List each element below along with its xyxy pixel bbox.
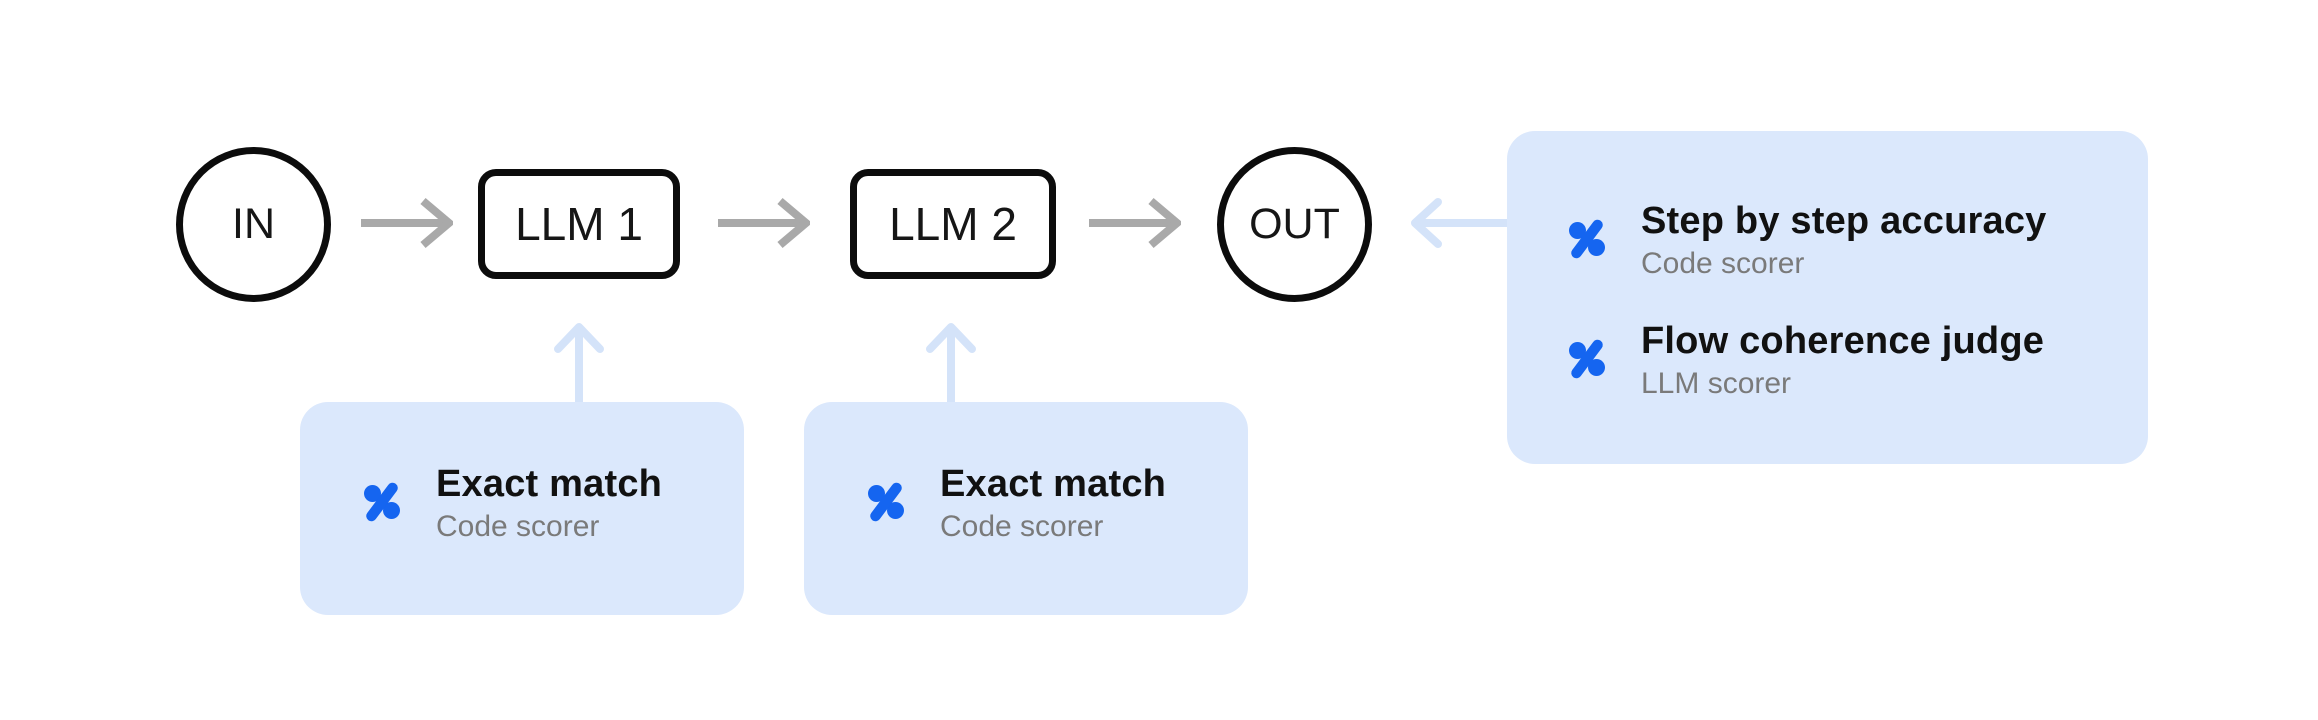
node-llm1-label: LLM 1 (515, 198, 643, 250)
scorer-text: Exact match Code scorer (436, 460, 662, 546)
scorer-subtitle: LLM scorer (1641, 367, 1792, 400)
scorer-title: Exact match (436, 463, 663, 505)
scorer-title: Step by step accuracy (1641, 200, 2047, 242)
scorer-item: Step by step accuracy Code scorer (1565, 197, 2148, 283)
flow-arrow-llm1-to-llm2 (718, 197, 810, 249)
scorer-text: Exact match Code scorer (940, 460, 1166, 546)
scorer-card-llm1: Exact match Code scorer (300, 402, 744, 615)
percent-icon (1569, 219, 1605, 259)
node-llm1: LLM 1 (478, 169, 680, 279)
scorer-item: Flow coherence judge LLM scorer (1565, 317, 2148, 403)
percent-icon (868, 482, 904, 522)
node-in-label: IN (232, 200, 275, 248)
scorer-subtitle: Code scorer (1641, 247, 1805, 280)
node-out: OUT (1217, 147, 1372, 302)
node-llm2: LLM 2 (850, 169, 1056, 279)
percent-icon (1569, 339, 1605, 379)
scorer-card-llm2: Exact match Code scorer (804, 402, 1248, 615)
flow-arrow-llm2-to-out (1089, 197, 1181, 249)
scorer-title: Flow coherence judge (1641, 320, 2045, 362)
node-llm2-label: LLM 2 (889, 198, 1017, 250)
node-in: IN (176, 147, 331, 302)
scorer-subtitle: Code scorer (436, 510, 600, 543)
scorer-arrow-card1-to-llm1 (554, 323, 604, 406)
node-out-label: OUT (1249, 200, 1340, 248)
scorer-text: Flow coherence judge LLM scorer (1641, 317, 2044, 403)
scorer-title: Exact match (940, 463, 1167, 505)
scorer-arrow-card2-to-llm2 (926, 323, 976, 406)
scorer-item: Exact match Code scorer (360, 460, 744, 546)
flow-arrow-in-to-llm1 (361, 197, 453, 249)
scorer-text: Step by step accuracy Code scorer (1641, 197, 2047, 283)
scorer-subtitle: Code scorer (940, 510, 1104, 543)
scorer-arrow-card3-to-out (1411, 198, 1507, 248)
percent-icon (364, 482, 400, 522)
scorer-card-out: Step by step accuracy Code scorer Flow c… (1507, 131, 2148, 464)
scorer-item: Exact match Code scorer (864, 460, 1248, 546)
